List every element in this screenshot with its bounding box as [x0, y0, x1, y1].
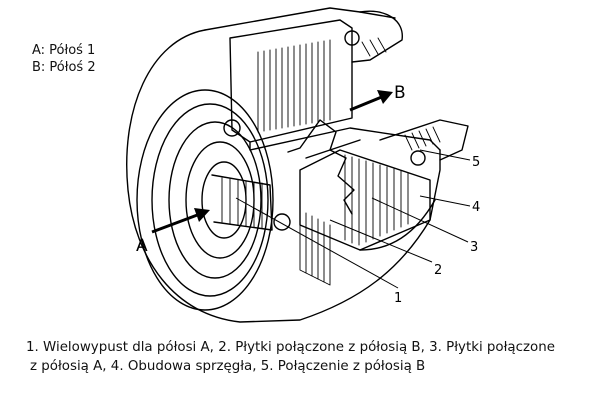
shaft-b-flange — [351, 10, 403, 63]
bearing-top-left — [223, 119, 241, 137]
label-1: 1 — [394, 291, 402, 306]
arrow-a — [151, 208, 210, 234]
caption-line-2: z półosią A, 4. Obudowa sprzęgła, 5. Poł… — [30, 359, 426, 374]
shaft-b-tube — [379, 119, 469, 161]
front-ring-4 — [185, 141, 255, 259]
plate-tab-line — [305, 139, 361, 159]
leader-line-3 — [371, 197, 469, 243]
front-ring-1 — [136, 89, 274, 311]
front-ring-3 — [168, 121, 262, 279]
label-3: 3 — [470, 240, 478, 255]
label-2: 2 — [434, 263, 442, 278]
top-plate-hatching — [257, 39, 331, 133]
cut-plate-edge — [287, 119, 355, 215]
housing-outer-shell — [126, 29, 441, 323]
front-ring-2 — [151, 103, 269, 297]
axle-legend: A: Półoś 1 B: Półoś 2 — [32, 42, 96, 76]
bearing-bottom — [273, 213, 291, 231]
leader-line-5 — [419, 149, 471, 161]
diagram-caption: 1. Wielowypust dla półosi A, 2. Płytki p… — [26, 338, 601, 376]
housing-top-edge — [204, 7, 396, 31]
bearing-right — [410, 150, 426, 166]
label-arrow-a: A — [136, 236, 148, 256]
legend-axle-a: A: Półoś 1 — [32, 43, 96, 58]
legend-axle-b: B: Półoś 2 — [32, 60, 96, 75]
cutaway-inner-step — [249, 127, 441, 151]
caption-line-1: 1. Wielowypust dla półosi A, 2. Płytki p… — [26, 340, 555, 355]
shaft-a-spline-hatching — [221, 177, 263, 229]
front-plate-stack — [299, 209, 331, 286]
shaft-b-spline-hatching — [361, 37, 441, 151]
housing-right-wall — [359, 199, 436, 251]
leader-line-4 — [419, 195, 471, 207]
arrow-b — [349, 90, 393, 112]
leader-line-2 — [329, 219, 433, 263]
label-arrow-b: B — [394, 83, 406, 103]
label-5: 5 — [472, 155, 480, 170]
label-4: 4 — [472, 200, 480, 215]
bearing-top-right — [344, 30, 360, 46]
inner-plate-block — [299, 149, 431, 251]
cutaway-top-block — [229, 19, 353, 143]
shaft-a-splines — [211, 174, 273, 231]
leader-line-1 — [235, 197, 399, 289]
